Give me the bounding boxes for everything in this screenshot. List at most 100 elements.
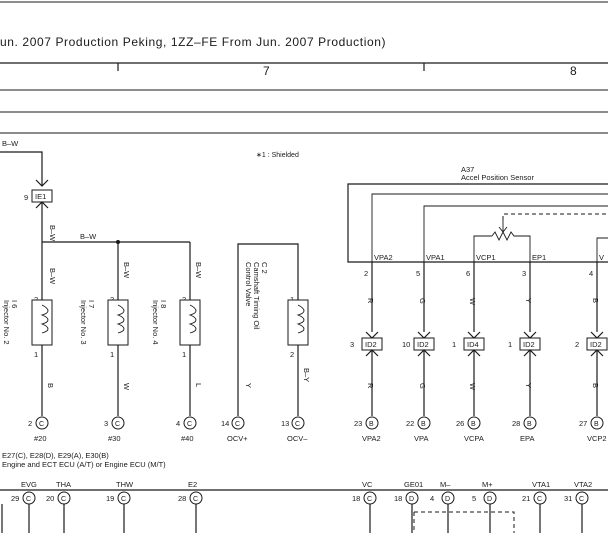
sensor-outline (347, 183, 608, 263)
ecu-pin-number: 29 (11, 494, 19, 503)
ecu-connector-letter: B (594, 421, 599, 428)
ecu-connector-letter: C (579, 496, 584, 503)
ecu-connector-c (231, 416, 245, 430)
ecu-connector-letter: B (369, 421, 374, 428)
wire-color-label: Y (524, 298, 533, 303)
wire-color-label: R (366, 298, 375, 304)
wire-color-label: Y (244, 383, 253, 388)
ecu-pin-number: 20 (46, 494, 54, 503)
signal-name: OCV– (287, 434, 308, 443)
ecu-connector-letter: C (193, 496, 198, 503)
ecu-pin-label: GE01 (404, 480, 423, 489)
signal-name: VCPA (464, 434, 484, 443)
injector-no-3: B–W I 7Injector No. 3 2 1 W 3 C #30 (79, 242, 131, 443)
wire-color-label: B (591, 383, 600, 388)
ie1-label: IE1 (35, 192, 46, 201)
ecu-pin-label: EVG (21, 480, 37, 489)
wire-color-label: W (122, 383, 131, 391)
wire-color-label: B–W (2, 139, 19, 148)
wire-color-label: B–W (80, 232, 97, 241)
ecu-connector-b (467, 416, 481, 430)
ecu-pin-number: 2 (28, 419, 32, 428)
wire-color-label: B (46, 383, 55, 388)
ecu-connector-letter: C (367, 496, 372, 503)
ecu-connector-letter: D (445, 496, 450, 503)
signal-name: #20 (34, 434, 47, 443)
injector-body (107, 299, 129, 346)
ecu-pin-number: 28 (178, 494, 186, 503)
junction-pin: 3 (350, 340, 354, 349)
ecu-pin-label: M+ (482, 480, 493, 489)
wire-color-label: B–W (122, 262, 131, 279)
injector-label: I 6Injector No. 2 (2, 300, 19, 345)
sensor-id: A37 (461, 165, 474, 174)
sensor-internal-wire (473, 235, 492, 262)
connector-arrow (417, 331, 431, 339)
connector-arrow (523, 331, 537, 339)
terminal-name: VPA1 (426, 253, 445, 262)
ecu-connector-letter: C (121, 496, 126, 503)
signal-name: #30 (108, 434, 121, 443)
junction-label: ID2 (365, 340, 377, 349)
ecu-pin-label: THW (116, 480, 134, 489)
wire-color-label: G (418, 383, 427, 389)
connector-arrow (35, 179, 49, 187)
shielded-note: ∗1 : Shielded (256, 152, 299, 159)
ie1-pin: 9 (24, 193, 28, 202)
injector-pin-bottom: 1 (110, 350, 114, 359)
ecu-pin-number: 21 (522, 494, 530, 503)
solenoid-coil-icon (296, 304, 305, 334)
wire-color-label: B–W (48, 225, 57, 242)
junction-label: ID4 (467, 340, 479, 349)
ecu-pin-label: THA (56, 480, 71, 489)
solenoid-coil-icon (40, 304, 49, 334)
ecu-connector-c (183, 416, 197, 430)
terminal-pin: 4 (589, 269, 593, 278)
wire-color-label: B (591, 298, 600, 303)
solenoid-coil-icon (188, 304, 197, 334)
wire-ocv (237, 243, 299, 416)
dashed-linkage (502, 213, 608, 220)
sensor-internal-wire (423, 205, 608, 262)
wire-bw-feed (0, 151, 43, 186)
wire-color-label: B–W (48, 268, 57, 285)
terminal-pin: 2 (364, 269, 368, 278)
ecu-connector-c (291, 416, 305, 430)
terminal-pin: 5 (416, 269, 420, 278)
wire-color-label: L (194, 383, 203, 387)
terminal-name: EP1 (532, 253, 546, 262)
ecu-connector-letter: C (295, 421, 300, 428)
ecu-connector-b (365, 416, 379, 430)
junction-pin: 1 (508, 340, 512, 349)
ecu-connector-letter: B (471, 421, 476, 428)
dashed-shield (414, 511, 515, 533)
wire-color-label: W (468, 298, 477, 306)
ecu-connector-b (590, 416, 604, 430)
wire-color-label: B–W (194, 262, 203, 279)
ecu-pin-number: 4 (176, 419, 180, 428)
ecu-connector-letter: C (187, 421, 192, 428)
ecu-connector-letter: D (409, 496, 414, 503)
connector-arrow (467, 331, 481, 339)
ecu-connector-c (111, 416, 125, 430)
ecu-name: Engine and ECT ECU (A/T) or Engine ECU (… (2, 460, 166, 469)
ecu-connector-b (523, 416, 537, 430)
potentiometer-resistor-icon (491, 230, 531, 262)
ecu-pin-label: VTA1 (532, 480, 550, 489)
ecu-pin-number: 3 (104, 419, 108, 428)
ecu-connector-list: E27(C), E28(D), E29(A), E30(B) (2, 451, 109, 460)
ecu-connector-letter: C (115, 421, 120, 428)
ecu-connector-letter: B (421, 421, 426, 428)
ecu-pin-number: 4 (430, 494, 434, 503)
ecu-connector-letter: B (527, 421, 532, 428)
terminal-name: V (599, 253, 604, 262)
junction-label: ID2 (590, 340, 602, 349)
column-number-7: 7 (263, 64, 270, 78)
ecu-pin-number: 18 (352, 494, 360, 503)
ocv-pin-bottom: 2 (290, 350, 294, 359)
ocv-body (287, 299, 309, 346)
wire-color-label: G (418, 298, 427, 304)
injector-no-2: B–W I 6Injector No. 2 2 1 B 2 C #20 (2, 268, 57, 443)
injector-label: I 8Injector No. 4 (151, 300, 168, 345)
junction-pin: 2 (575, 340, 579, 349)
